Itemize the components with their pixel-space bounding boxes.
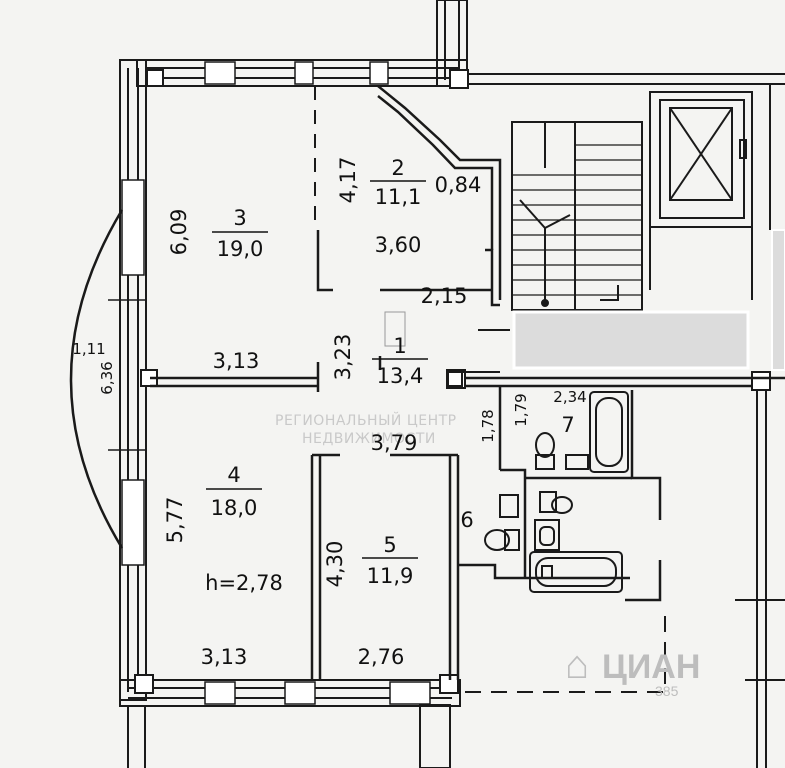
right-walls — [735, 390, 785, 768]
toilet-lower — [484, 494, 520, 551]
elevator — [649, 84, 771, 300]
bay-marks — [108, 299, 145, 451]
dim-room4-height: 5,77 — [163, 497, 187, 544]
room-3-area: 19,0 — [217, 237, 264, 261]
bathtub-lower — [529, 551, 623, 593]
windows — [121, 61, 431, 705]
cian-logo-icon: ⌂ — [565, 643, 589, 687]
toilet-upper — [535, 432, 555, 470]
bay-window — [69, 209, 124, 549]
room-5-area: 11,9 — [367, 564, 414, 588]
room-labels: 3 19,0 2 11,1 1 13,4 4 18,0 5 11,9 6 7 — [206, 156, 575, 588]
dim-room2-small: 0,84 — [435, 173, 482, 197]
hall-marks — [384, 311, 510, 387]
room-2-area: 11,1 — [375, 185, 422, 209]
room-5-number: 5 — [383, 533, 396, 557]
bathtub-upper — [565, 391, 629, 473]
dim-bath-c: 2,34 — [553, 388, 586, 406]
cian-logo-text: ЦИАН — [602, 648, 700, 686]
room-2-number: 2 — [391, 156, 404, 180]
room-7-number: 7 — [561, 413, 574, 437]
dim-room3-width: 3,13 — [213, 349, 260, 373]
dim-bay-length: 6,36 — [98, 361, 116, 394]
outer-walls — [119, 0, 785, 768]
sink-lower — [534, 491, 573, 551]
dim-hall-height: 3,23 — [331, 334, 355, 381]
dim-bath-b: 1,79 — [512, 393, 530, 426]
cian-logo-number: 385 — [655, 683, 679, 699]
dim-room3-height: 6,09 — [167, 209, 191, 256]
interior-walls — [150, 85, 785, 693]
dim-bath-a: 1,78 — [479, 409, 497, 442]
dim-room5-height: 4,30 — [323, 541, 347, 588]
room-1-area: 13,4 — [377, 364, 424, 388]
watermark-line1: РЕГИОНАЛЬНЫЙ ЦЕНТР — [275, 411, 457, 429]
room-1-number: 1 — [393, 334, 406, 358]
room-4-number: 4 — [227, 463, 240, 487]
watermark: РЕГИОНАЛЬНЫЙ ЦЕНТР НЕДВИЖИМОСТИ — [275, 411, 457, 447]
room-3-number: 3 — [233, 206, 246, 230]
dim-hall-length: 3,79 — [371, 431, 418, 455]
gray-block — [512, 310, 750, 370]
room-4-area: 18,0 — [211, 496, 258, 520]
dim-room3-door-wall: 4,17 — [336, 157, 360, 204]
ceiling-height: h=2,78 — [205, 571, 283, 595]
dim-room5-width: 2,76 — [358, 645, 405, 669]
dim-room2-width: 3,60 — [375, 233, 422, 257]
dimension-labels: 6,09 3,13 4,17 0,84 3,60 2,15 3,23 3,79 … — [72, 157, 586, 669]
stair-core — [511, 121, 643, 311]
watermark-line2: НЕДВИЖИМОСТИ — [302, 431, 436, 447]
dim-hall-width: 2,15 — [421, 284, 468, 308]
columns — [134, 69, 771, 694]
dim-room4-width: 3,13 — [201, 645, 248, 669]
cian-logo: ⌂ ЦИАН 385 — [565, 643, 700, 699]
gray-block-right — [771, 229, 785, 371]
dim-bay-width: 1,11 — [72, 340, 105, 358]
room-6-number: 6 — [460, 508, 473, 532]
